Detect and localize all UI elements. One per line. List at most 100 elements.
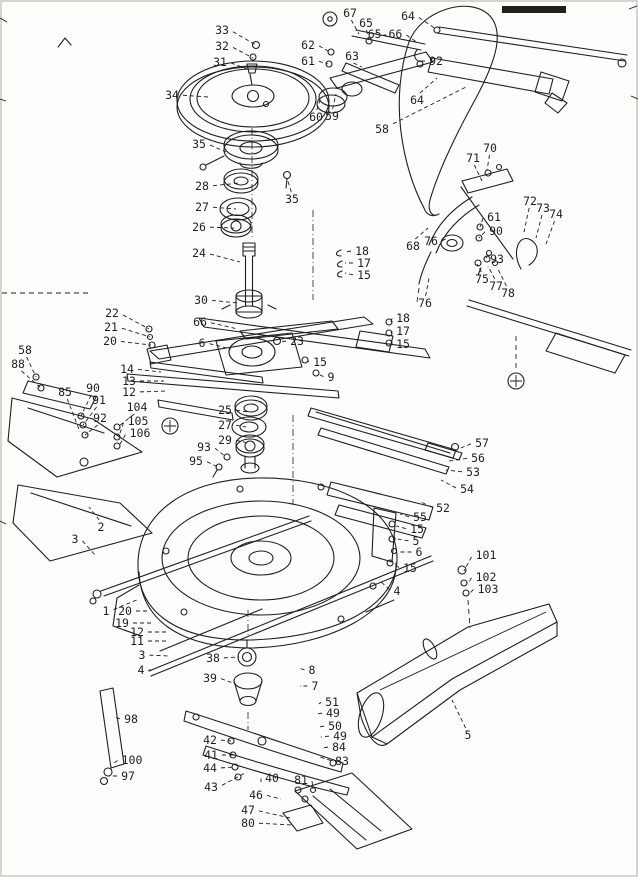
leader-47 — [258, 810, 291, 819]
part-label-24: 24 — [192, 246, 206, 260]
part-label-49: 49 — [333, 729, 347, 743]
leader-76 — [441, 237, 449, 242]
part-label-14: 14 — [120, 362, 134, 376]
leader-58 — [392, 85, 469, 125]
spindle-stack-drawing — [219, 168, 314, 505]
leader-74 — [545, 220, 555, 245]
leader-50 — [318, 725, 325, 728]
leader-49 — [320, 735, 330, 738]
guard-rod-drawing — [99, 687, 125, 786]
part-label-53: 53 — [466, 465, 480, 479]
leader-98 — [113, 716, 121, 720]
part-label-52: 52 — [436, 501, 450, 515]
part-label-101: 101 — [476, 548, 497, 562]
lower-washers-drawing — [212, 395, 268, 478]
leader-60 — [316, 96, 322, 111]
part-label-15: 15 — [396, 337, 410, 351]
leader-77 — [487, 265, 496, 280]
part-label-83: 83 — [335, 754, 349, 768]
leader-80 — [258, 822, 294, 826]
leader-63 — [353, 62, 363, 68]
leader-12 — [139, 390, 168, 393]
part-label-106: 106 — [130, 426, 151, 440]
leader-34 — [182, 94, 209, 98]
part-label-90: 90 — [86, 381, 100, 395]
part-label-35: 35 — [192, 137, 206, 151]
leader-81 — [311, 781, 314, 790]
part-label-56: 56 — [471, 451, 485, 465]
part-label-76: 76 — [418, 296, 432, 310]
engine-pulley-drawing — [176, 40, 330, 240]
leader-95 — [206, 461, 219, 468]
leader-53 — [445, 469, 463, 473]
part-label-7: 7 — [312, 679, 319, 693]
part-label-35: 35 — [285, 192, 299, 206]
leader-9 — [317, 373, 324, 378]
leader-21 — [121, 327, 151, 338]
right-baffle-drawing — [326, 481, 434, 567]
part-label-15: 15 — [313, 355, 327, 369]
part-label-20: 20 — [103, 334, 117, 348]
part-label-71: 71 — [466, 151, 480, 165]
part-label-27: 27 — [218, 418, 232, 432]
leader-23 — [279, 340, 287, 343]
part-label-64: 64 — [410, 93, 424, 107]
leader-38 — [223, 656, 240, 659]
idler-assembly-drawing — [316, 11, 628, 114]
part-label-105: 105 — [128, 414, 149, 428]
frame-drawing — [113, 249, 431, 450]
part-label-27: 27 — [195, 200, 209, 214]
leader-46 — [266, 795, 282, 800]
part-label-50: 50 — [328, 719, 342, 733]
part-label-17: 17 — [357, 256, 371, 270]
leader-92 — [84, 424, 99, 436]
part-label-22: 22 — [105, 306, 119, 320]
part-label-2: 2 — [98, 520, 105, 534]
part-label-3: 3 — [139, 648, 146, 662]
leader-32 — [232, 47, 254, 59]
leader-103 — [469, 589, 474, 594]
part-label-8: 8 — [309, 663, 316, 677]
leader-84 — [321, 746, 329, 749]
leader-64 — [419, 77, 438, 94]
part-label-61: 61 — [487, 210, 501, 224]
part-label-38: 38 — [206, 651, 220, 665]
part-label-67: 67 — [343, 6, 357, 20]
part-label-72: 72 — [523, 194, 537, 208]
part-label-33: 33 — [215, 23, 229, 37]
part-label-95: 95 — [189, 454, 203, 468]
part-label-58: 58 — [375, 122, 389, 136]
baffle-bars-drawing — [307, 407, 463, 475]
leader-28 — [212, 182, 241, 187]
leader-25 — [235, 409, 249, 413]
leader-102 — [467, 577, 472, 585]
leader-43 — [221, 772, 246, 786]
part-label-76: 76 — [424, 234, 438, 248]
leader-27 — [235, 424, 247, 428]
part-label-104: 104 — [127, 400, 148, 414]
part-label-31: 31 — [213, 55, 227, 69]
part-label-57: 57 — [475, 436, 489, 450]
part-label-49: 49 — [326, 706, 340, 720]
leader-57 — [455, 443, 472, 451]
part-label-88: 88 — [11, 357, 25, 371]
leader-27 — [212, 206, 237, 210]
leader-54 — [440, 479, 457, 489]
part-label-90: 90 — [489, 224, 503, 238]
leader-67 — [350, 19, 360, 35]
part-label-43: 43 — [204, 780, 218, 794]
leader-39 — [220, 678, 237, 685]
leader-6 — [209, 343, 232, 350]
part-label-81: 81 — [294, 773, 308, 787]
part-label-46: 46 — [249, 788, 263, 802]
leader-1 — [113, 598, 140, 610]
leader-66 — [210, 322, 239, 330]
leader-29 — [235, 439, 249, 444]
part-label-77: 77 — [489, 279, 503, 293]
part-label-54: 54 — [460, 482, 474, 496]
part-label-34: 34 — [165, 88, 179, 102]
leader-76 — [425, 277, 430, 297]
part-label-20: 20 — [118, 604, 132, 618]
leader-104 — [118, 413, 135, 427]
